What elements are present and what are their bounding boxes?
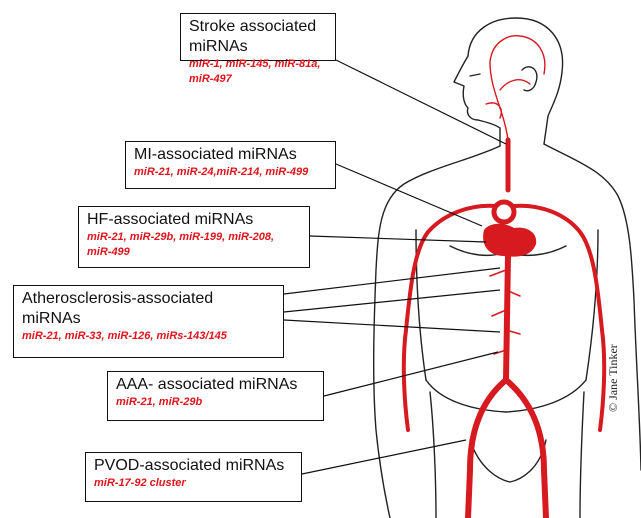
hf-title: HF-associated miRNAs xyxy=(87,210,303,230)
mi-mirna-list: miR-21, miR-24,miR-214, miR-499 xyxy=(134,165,329,180)
stroke-title: Stroke associated miRNAs xyxy=(189,17,329,57)
atherosclerosis-mirna-box: Atherosclerosis-associated miRNAs miR-21… xyxy=(13,285,284,358)
mi-pointer xyxy=(336,164,482,226)
descending-aorta xyxy=(506,256,508,380)
aaa-mirna-list: miR-21, miR-29b xyxy=(116,395,317,410)
stroke-pointer xyxy=(336,60,506,144)
stroke-mirna-box: Stroke associated miRNAs miR-1, miR-145,… xyxy=(180,13,336,61)
aaa-mirna-box: AAA- associated miRNAs miR-21, miR-29b xyxy=(107,371,324,421)
iliac-right xyxy=(506,380,546,518)
atherosclerosis-mirna-list: miR-21, miR-33, miR-126, miRs-143/145 xyxy=(22,329,277,344)
atherosclerosis-title-line2: miRNAs xyxy=(22,309,277,329)
mi-title: MI-associated miRNAs xyxy=(134,145,329,165)
hip-line xyxy=(426,380,586,412)
stroke-mirna-list: miR-1, miR-145, miR-81a, miR-497 xyxy=(189,57,329,87)
aaa-pointer xyxy=(324,352,498,396)
heart xyxy=(483,224,536,257)
face-outline xyxy=(454,56,500,146)
athero-pointer-1 xyxy=(284,268,500,294)
pvod-mirna-box: PVOD-associated miRNAs miR-17-92 cluster xyxy=(85,452,302,502)
hf-mirna-box: HF-associated miRNAs miR-21, miR-29b, mi… xyxy=(78,206,310,268)
pvod-mirna-list: miR-17-92 cluster xyxy=(94,476,295,491)
groin-line xyxy=(470,440,546,482)
pvod-title: PVOD-associated miRNAs xyxy=(94,456,295,476)
aaa-title: AAA- associated miRNAs xyxy=(116,375,317,395)
pvod-pointer xyxy=(302,440,466,474)
athero-pointer-3 xyxy=(284,320,500,332)
eye-outline xyxy=(470,74,480,76)
cerebral-vessels xyxy=(486,36,545,140)
iliac-left xyxy=(468,380,506,518)
head-outline xyxy=(468,18,563,144)
leg-right xyxy=(580,392,584,518)
atherosclerosis-title-line1: Atherosclerosis-associated xyxy=(22,289,277,309)
artist-credit: © Jane Tinker xyxy=(606,308,620,412)
hf-mirna-list-line1: miR-21, miR-29b, miR-199, miR-208, xyxy=(87,230,303,245)
shoulder-right xyxy=(544,144,641,470)
mi-mirna-box: MI-associated miRNAs miR-21, miR-24,miR-… xyxy=(125,141,336,189)
hf-pointer xyxy=(310,236,486,242)
athero-pointer-2 xyxy=(284,290,500,312)
ear-outline xyxy=(522,67,537,91)
leg-left xyxy=(430,392,436,518)
hf-mirna-list-line2: miR-499 xyxy=(87,245,303,260)
